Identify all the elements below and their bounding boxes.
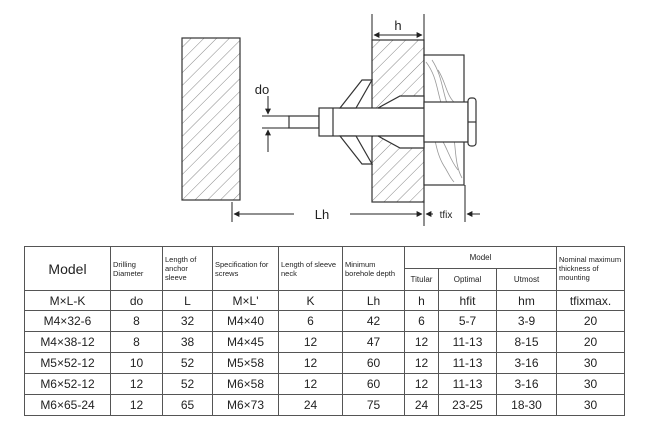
symbol-cell: Lh bbox=[342, 290, 405, 311]
header-max-mount-thickness: Nominal maximum thickness of mounting bbox=[556, 246, 625, 291]
table-cell: M4×40 bbox=[212, 310, 279, 332]
table-cell: 20 bbox=[556, 331, 625, 353]
table-cell: 75 bbox=[342, 394, 405, 416]
table-cell: 8 bbox=[110, 310, 163, 332]
header-titular: Titular bbox=[404, 268, 439, 291]
table-cell: 52 bbox=[162, 373, 213, 395]
symbol-cell: hm bbox=[496, 290, 557, 311]
header-row-1: Model Drilling Diameter Length of anchor… bbox=[24, 246, 625, 291]
header-utmost: Utmost bbox=[496, 268, 557, 291]
symbol-cell: hfit bbox=[438, 290, 497, 311]
table-cell: 60 bbox=[342, 352, 405, 374]
table-cell: 23-25 bbox=[438, 394, 497, 416]
table-cell: 12 bbox=[404, 352, 439, 374]
lh-dimension: Lh bbox=[231, 202, 425, 226]
table-cell: 12 bbox=[404, 331, 439, 353]
anchor-bolt bbox=[288, 79, 477, 165]
table-cell: 60 bbox=[342, 373, 405, 395]
symbol-row: M×L-K do L M×L' K Lh h hfit hm tfixmax. bbox=[24, 290, 625, 311]
symbol-cell: L bbox=[162, 290, 213, 311]
table-cell: 20 bbox=[556, 310, 625, 332]
table-cell: M6×52-12 bbox=[24, 373, 111, 395]
header-row-2: Titular Optimal Utmost bbox=[25, 268, 625, 291]
table-cell: 12 bbox=[278, 331, 343, 353]
symbol-cell: M×L' bbox=[212, 290, 279, 311]
table-cell: M6×58 bbox=[212, 373, 279, 395]
table-cell: 24 bbox=[404, 394, 439, 416]
table-cell: 30 bbox=[556, 373, 625, 395]
symbol-cell: do bbox=[110, 290, 163, 311]
table-row: M6×52-12 12 52 M6×58 12 60 12 11-13 3-16… bbox=[24, 373, 625, 395]
table-row: M4×38-12 8 38 M4×45 12 47 12 11-13 8-15 … bbox=[24, 331, 625, 353]
h-label: h bbox=[394, 18, 401, 33]
table-cell: 12 bbox=[110, 373, 163, 395]
do-dimension: do bbox=[255, 82, 289, 152]
table-cell: 52 bbox=[162, 352, 213, 374]
table-cell: M4×45 bbox=[212, 331, 279, 353]
table-cell: 32 bbox=[162, 310, 213, 332]
table-cell: M4×32-6 bbox=[24, 310, 111, 332]
header-sleeve-neck-length: Length of sleeve neck bbox=[278, 246, 343, 291]
table-cell: 8-15 bbox=[496, 331, 557, 353]
table-cell: 3-16 bbox=[496, 373, 557, 395]
header-model: Model bbox=[24, 246, 111, 291]
table-cell: 12 bbox=[278, 373, 343, 395]
header-drilling-diameter: Drilling Diameter bbox=[110, 246, 163, 291]
table-cell: M6×65-24 bbox=[24, 394, 111, 416]
table-cell: 11-13 bbox=[438, 352, 497, 374]
table-cell: 24 bbox=[278, 394, 343, 416]
h-dimension: h bbox=[371, 14, 425, 56]
header-model-group: Model bbox=[404, 246, 557, 269]
header-screw-spec: Specification for screws bbox=[212, 246, 279, 291]
table-cell: 30 bbox=[556, 352, 625, 374]
table-cell: 12 bbox=[404, 373, 439, 395]
table-cell: 42 bbox=[342, 310, 405, 332]
tfix-dimension: tfix bbox=[425, 185, 480, 222]
anchor-installation-diagram: h do Lh tfix bbox=[181, 14, 480, 226]
left-wall-block bbox=[181, 37, 241, 201]
table-cell: 5-7 bbox=[438, 310, 497, 332]
table-cell: M6×73 bbox=[212, 394, 279, 416]
table-cell: 6 bbox=[404, 310, 439, 332]
symbol-cell: h bbox=[404, 290, 439, 311]
table-cell: 12 bbox=[278, 352, 343, 374]
table-cell: M4×38-12 bbox=[24, 331, 111, 353]
header-min-borehole-depth: Minimum borehole depth bbox=[342, 246, 405, 291]
table-cell: 6 bbox=[278, 310, 343, 332]
symbol-cell: M×L-K bbox=[24, 290, 111, 311]
table-cell: 30 bbox=[556, 394, 625, 416]
table-cell: 18-30 bbox=[496, 394, 557, 416]
tfix-label: tfix bbox=[440, 210, 453, 221]
lh-label: Lh bbox=[315, 207, 329, 222]
table-cell: 65 bbox=[162, 394, 213, 416]
table-row: M6×65-24 12 65 M6×73 24 75 24 23-25 18-3… bbox=[24, 394, 625, 416]
table-cell: M5×52-12 bbox=[24, 352, 111, 374]
table-cell: 11-13 bbox=[438, 373, 497, 395]
table-cell: 8 bbox=[110, 331, 163, 353]
table-cell: 3-9 bbox=[496, 310, 557, 332]
table-row: M4×32-6 8 32 M4×40 6 42 6 5-7 3-9 20 bbox=[24, 310, 625, 332]
symbol-cell: K bbox=[278, 290, 343, 311]
header-anchor-sleeve-length: Length of anchor sleeve bbox=[162, 246, 213, 291]
table-cell: 3-16 bbox=[496, 352, 557, 374]
table-cell: M5×58 bbox=[212, 352, 279, 374]
table-row: M5×52-12 10 52 M5×58 12 60 12 11-13 3-16… bbox=[24, 352, 625, 374]
table-cell: 12 bbox=[110, 394, 163, 416]
symbol-cell: tfixmax. bbox=[556, 290, 625, 311]
table-cell: 47 bbox=[342, 331, 405, 353]
table-cell: 38 bbox=[162, 331, 213, 353]
anchor-spec-table: Model Drilling Diameter Length of anchor… bbox=[24, 246, 625, 416]
header-optimal: Optimal bbox=[438, 268, 497, 291]
do-label: do bbox=[255, 82, 269, 97]
table-cell: 10 bbox=[110, 352, 163, 374]
table-cell: 11-13 bbox=[438, 331, 497, 353]
